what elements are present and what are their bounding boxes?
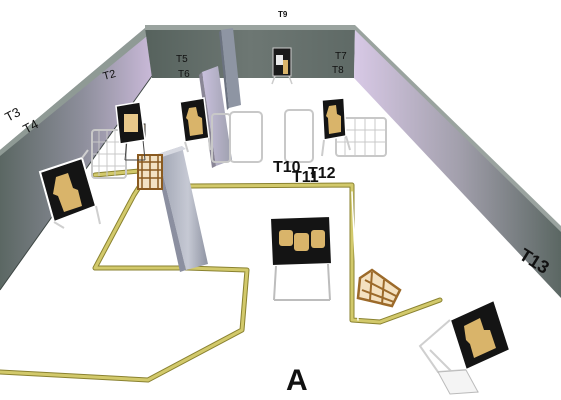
label-t10: T10 [273, 159, 301, 176]
target-t3 [38, 149, 101, 229]
label-t2: T2 [102, 68, 118, 83]
label-t5: T5 [176, 54, 188, 65]
target-t7 [321, 97, 351, 157]
target-t10-t12 [268, 214, 334, 301]
pillar-center-back [219, 28, 241, 110]
target-t9 [271, 47, 293, 85]
label-t7: T7 [335, 51, 347, 62]
label-t8: T8 [332, 65, 344, 76]
label-t3: T3 [2, 104, 22, 124]
label-t11: T11 [292, 169, 319, 186]
label-t4: T4 [20, 116, 40, 136]
label-t6: T6 [178, 69, 190, 80]
stage-letter: A [286, 364, 308, 397]
target-t2 [115, 101, 146, 145]
label-t12: T12 [308, 165, 336, 182]
target-t13 [418, 298, 512, 395]
barricade-right [356, 268, 402, 308]
right-wall [354, 25, 561, 298]
label-t9: T9 [278, 10, 288, 19]
barricade-left [137, 154, 163, 190]
back-wall [145, 25, 355, 78]
target-t5 [179, 97, 211, 153]
